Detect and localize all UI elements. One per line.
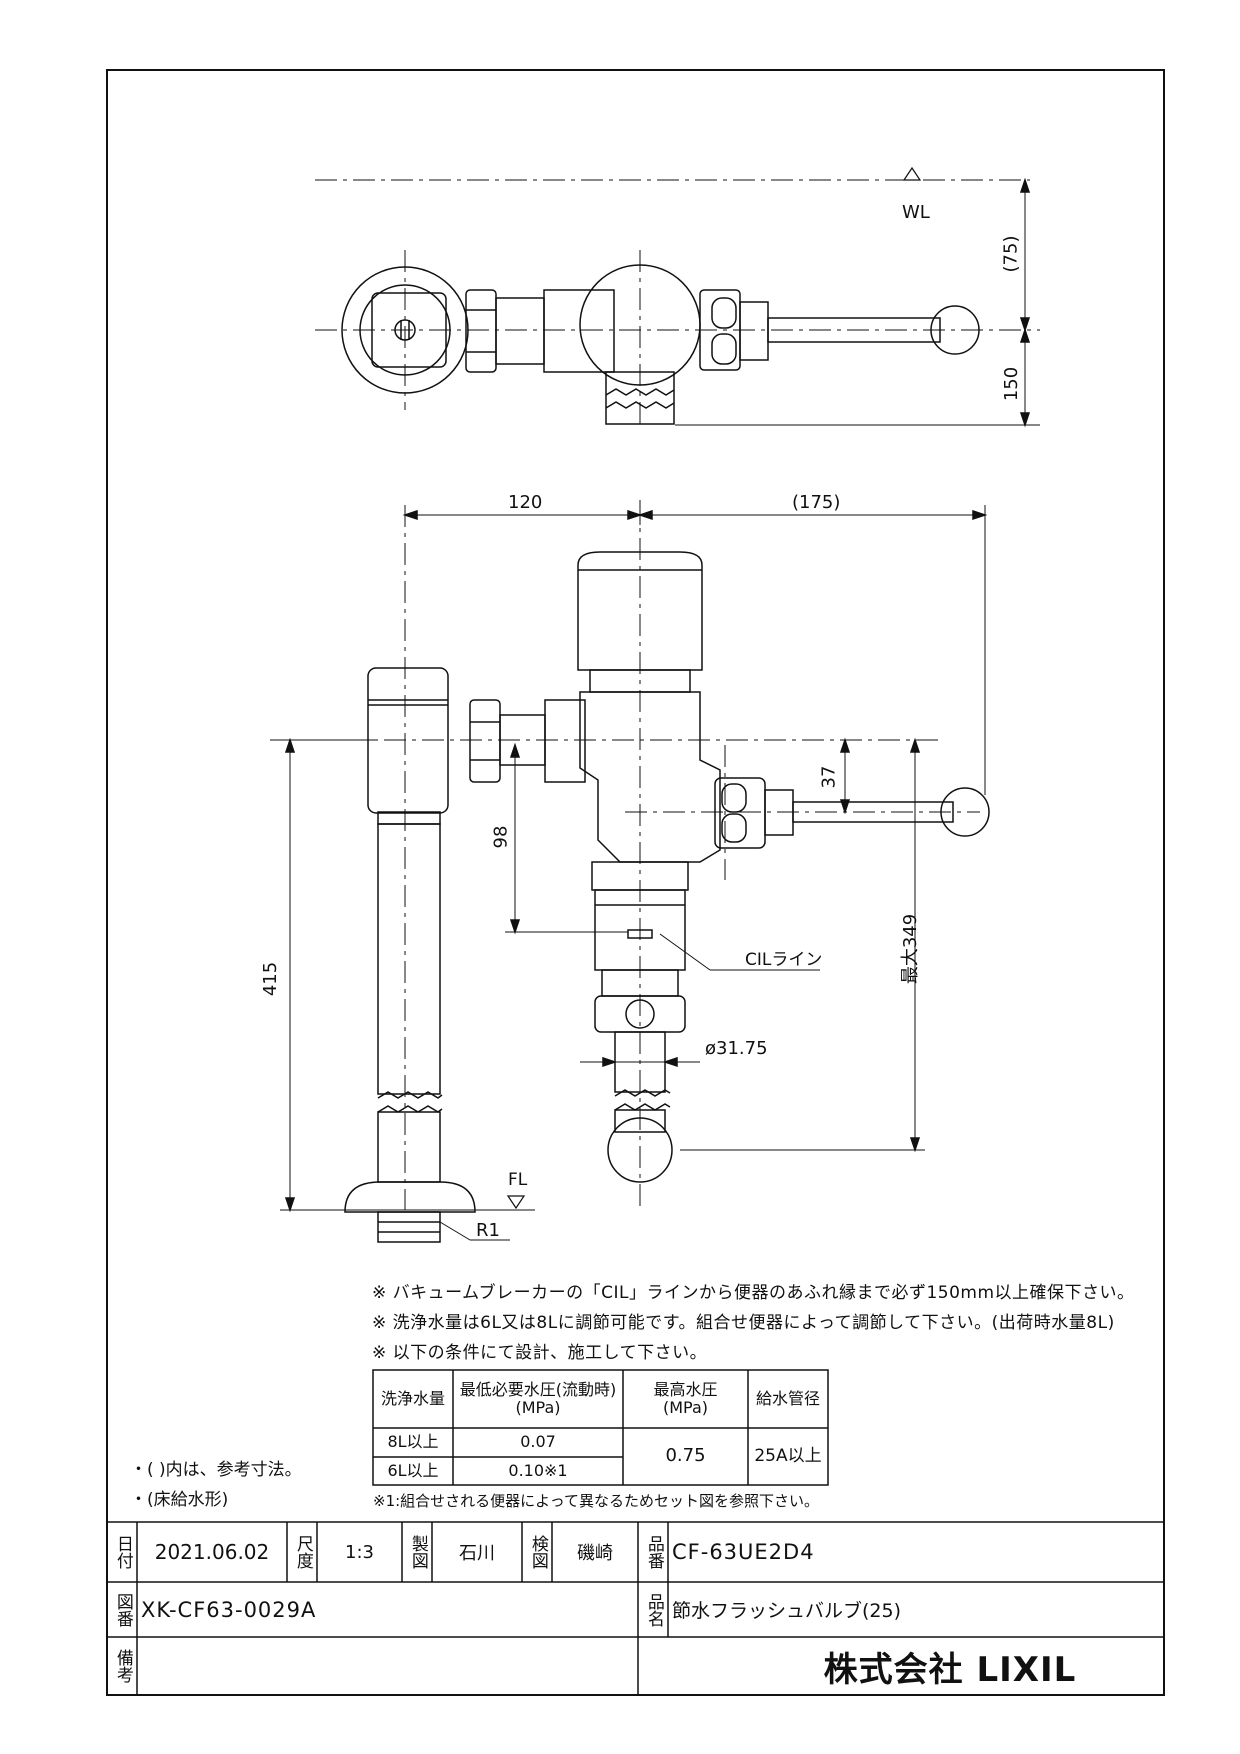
label-drawn: 製図 [407,1535,428,1569]
side-note-floor-supply: ・(床給水形) [130,1490,229,1510]
value-drawn: 石川 [459,1543,495,1564]
th-min-pressure: 最低必要水圧(流動時) (MPa) [459,1379,617,1417]
td-pressure-6l: 0.10※1 [508,1460,568,1480]
value-date: 2021.06.02 [154,1540,270,1564]
th-flush-volume: 洗浄水量 [380,1388,445,1408]
dim-max349: 最大349 [900,913,922,985]
top-view [315,166,1040,430]
note-2: ※ 洗浄水量は6L又は8Lに調節可能です。組合せ便器によって調節して下さい。(出… [372,1313,1115,1333]
dim-415: 415 [260,961,282,997]
td-volume-8l: 8L以上 [387,1432,439,1452]
th-max-pressure: 最高水圧 (MPa) [653,1379,718,1417]
floor-level-label: FL [508,1170,528,1190]
value-drawing-no: XK-CF63-0029A [141,1597,317,1622]
label-checked: 検図 [527,1535,548,1569]
dim-wl: WL [902,202,930,223]
th-pipe-size: 給水管径 [755,1388,820,1408]
label-product-name: 品名 [643,1592,664,1627]
cil-line-label: CILライン [745,950,823,970]
label-drawing-no: 図番 [112,1592,133,1627]
td-pressure-8l: 0.07 [520,1432,556,1452]
dim-120: 120 [508,492,543,513]
table-footnote: ※1:組合せされる便器によって異なるためセット図を参照下さい。 [373,1492,819,1510]
spec-table-lines [372,1369,829,1486]
label-part-no: 品番 [643,1535,664,1569]
value-product-name: 節水フラッシュバルブ(25) [672,1600,902,1622]
label-remarks: 備考 [112,1649,133,1683]
title-block-lines [107,1521,1164,1695]
drawing-frame [106,69,1165,1696]
company-logo: 株式会社 LIXIL [823,1649,1077,1690]
dim-diameter: ø31.75 [705,1038,768,1059]
dim-75: (75) [1000,235,1022,273]
dim-150: 150 [1001,366,1023,402]
thread-r1-label: R1 [476,1220,500,1241]
dim-98: 98 [490,825,512,849]
td-volume-6l: 6L以上 [387,1460,439,1480]
note-1: ※ バキュームブレーカーの「CIL」ラインから便器のあふれ縁まで必ず150mm以… [372,1283,1135,1303]
value-part-no: CF-63UE2D4 [672,1540,815,1564]
note-3: ※ 以下の条件にて設計、施工して下さい。 [372,1343,708,1363]
value-scale: 1:3 [345,1541,374,1563]
td-max-pressure: 0.75 [665,1445,706,1467]
label-scale: 尺度 [292,1535,313,1569]
dim-37: 37 [818,765,840,789]
label-date: 日付 [112,1535,133,1569]
dim-175: (175) [792,492,841,513]
front-view [270,500,990,1243]
value-checked: 磯崎 [577,1543,613,1564]
side-note-reference-dims: ・( )内は、参考寸法。 [130,1460,302,1480]
td-pipe-size: 25A以上 [754,1445,822,1466]
